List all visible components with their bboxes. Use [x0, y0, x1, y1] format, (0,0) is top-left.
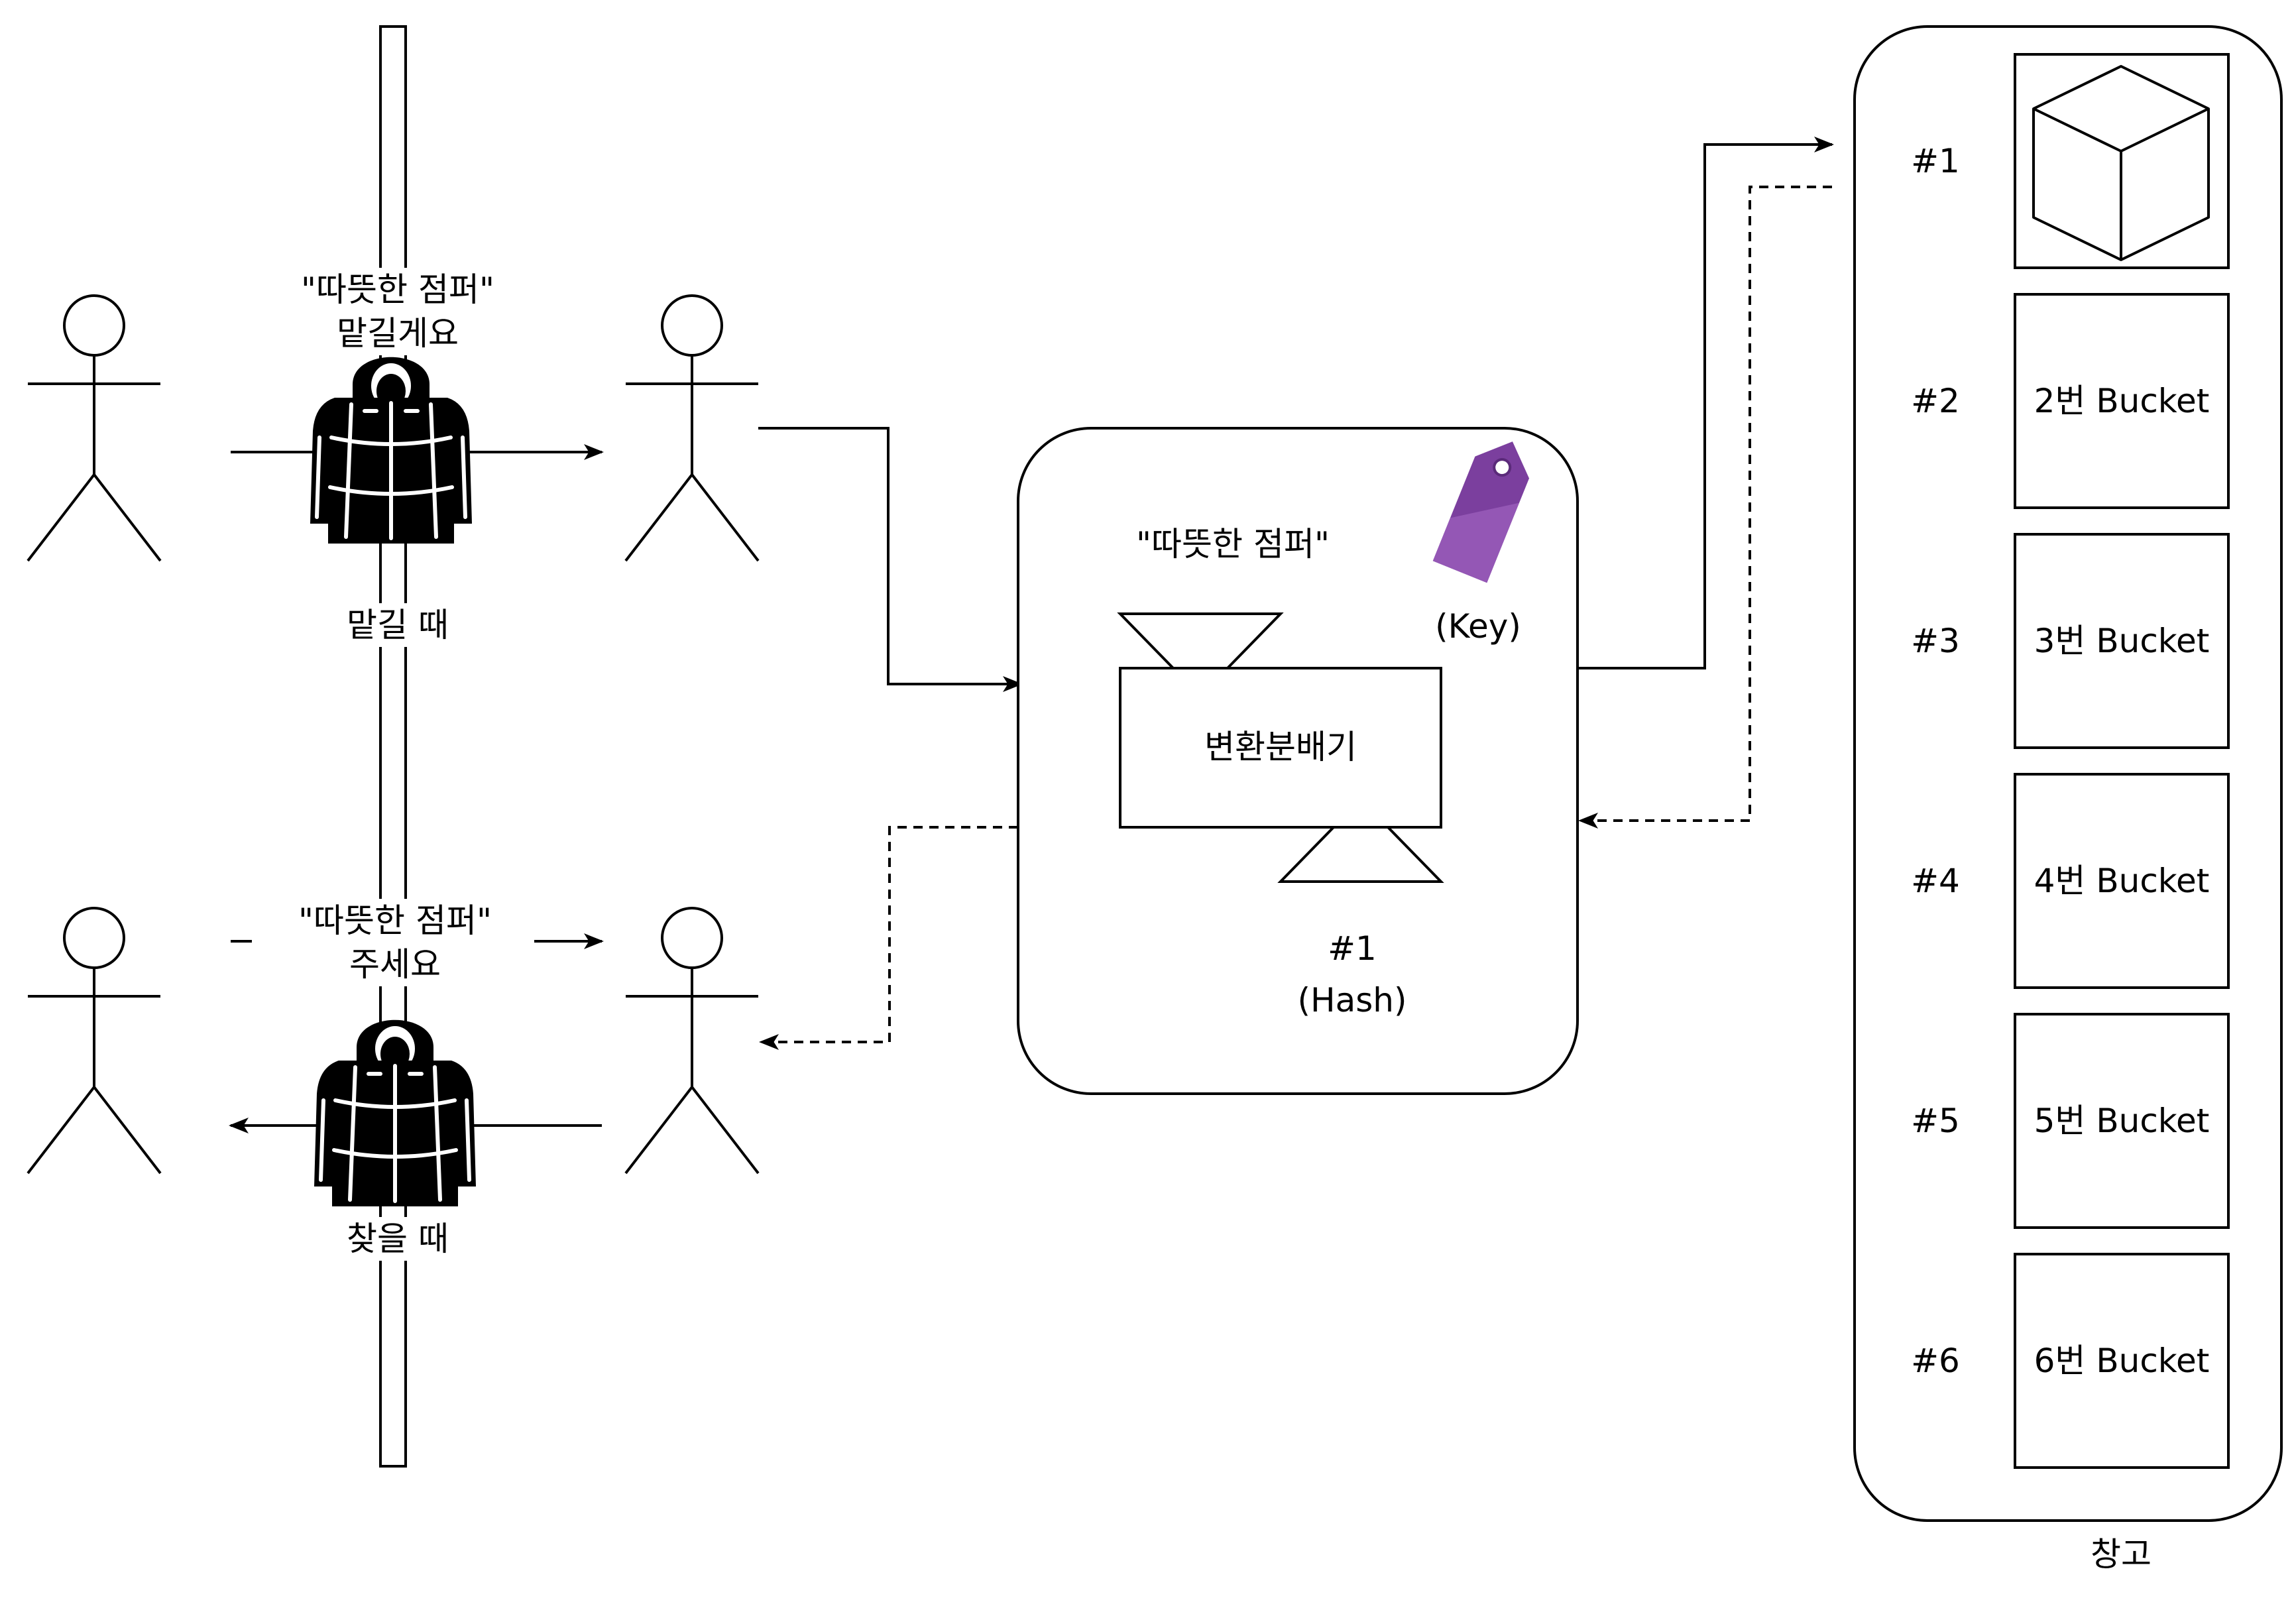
funnel-bottom-triangle: [1277, 826, 1444, 883]
bucket-index-3: #3: [1911, 622, 1960, 660]
customer-find-person-icon: [27, 907, 162, 1175]
bucket-box-6: [2014, 1253, 2230, 1469]
bucket-index-2: #2: [1911, 382, 1960, 420]
clerk-give-person-icon: [624, 294, 760, 562]
cube-icon: [2032, 65, 2210, 261]
clerk-to-hash-arrow: [758, 427, 1023, 692]
clerk-find-person-icon: [624, 907, 760, 1175]
bucket-box-5: [2014, 1013, 2230, 1229]
bucket-index-6: #6: [1911, 1342, 1960, 1380]
bucket-label-2: 2번 Bucket: [2034, 382, 2210, 420]
hash-result-label: (Hash): [1297, 981, 1407, 1019]
find-speech-line2: 주세요: [349, 945, 441, 984]
bucket-index-5: #5: [1911, 1102, 1960, 1140]
funnel-label: 변환분배기: [1204, 728, 1357, 766]
funnel-box: [1119, 667, 1442, 829]
bucket-label-5: 5번 Bucket: [2034, 1102, 2210, 1140]
give-speech: "따뜻한 점퍼" 맡길게요: [272, 268, 524, 355]
hash-to-warehouse-arrow: [1578, 137, 1834, 669]
find-speech: "따뜻한 점퍼" 주세요: [262, 899, 528, 986]
bucket-label-3: 3번 Bucket: [2034, 622, 2210, 660]
customer-give-person-icon: [27, 294, 162, 562]
bucket-box-2: [2014, 293, 2230, 509]
give-caption: 맡길 때: [318, 603, 477, 647]
give-speech-line2: 맡길게요: [337, 314, 459, 353]
bucket-index-4: #4: [1911, 862, 1960, 900]
bucket-index-1: #1: [1911, 142, 1960, 180]
warehouse-to-hash-dashed-arrow: [1578, 186, 1832, 829]
bucket-box-3: [2014, 533, 2230, 749]
jacket-give-icon: [310, 357, 472, 544]
key-text: "따뜻한 점퍼": [1136, 525, 1330, 563]
jacket-find-icon: [314, 1020, 476, 1206]
warehouse-caption: 창고: [2091, 1535, 2152, 1574]
bucket-box-4: [2014, 773, 2230, 989]
bucket-label-4: 4번 Bucket: [2034, 862, 2210, 900]
hash-result: #1 (Hash): [1253, 923, 1452, 1026]
key-caption: (Key): [1435, 607, 1521, 646]
hash-result-index: #1: [1328, 929, 1377, 968]
hash-to-clerk-dashed-arrow: [759, 826, 1018, 1050]
find-speech-line1: "따뜻한 점퍼": [298, 901, 492, 940]
give-speech-line1: "따뜻한 점퍼": [301, 270, 494, 309]
find-caption: 찾을 때: [318, 1217, 477, 1261]
bucket-label-6: 6번 Bucket: [2034, 1342, 2210, 1380]
key-tag-icon: [1432, 441, 1530, 583]
